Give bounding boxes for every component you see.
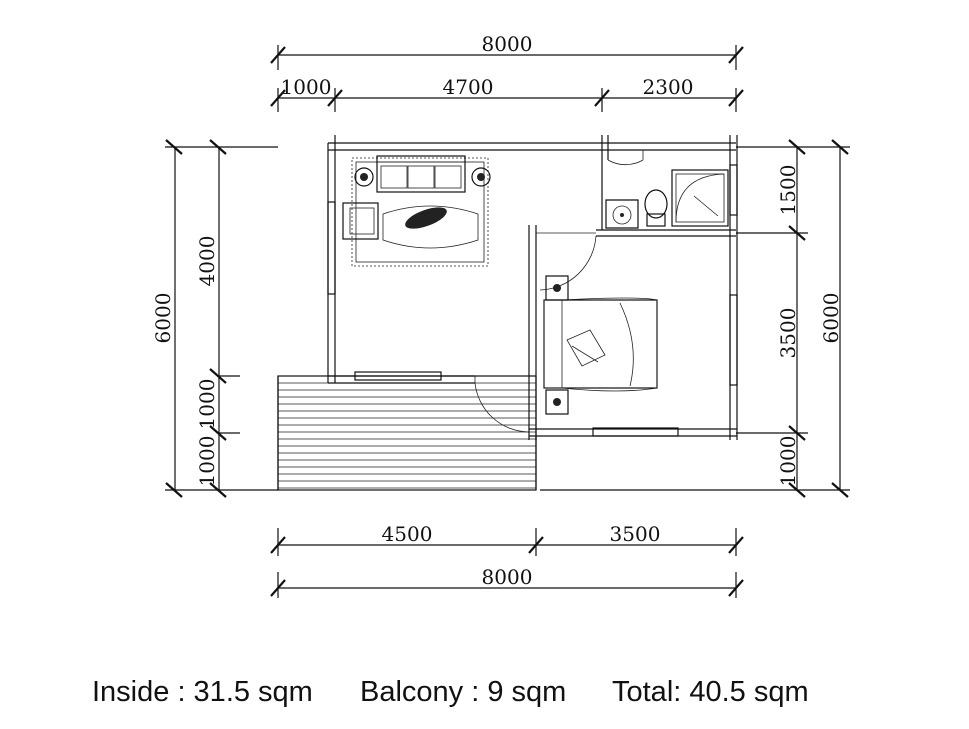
balcony-deck xyxy=(277,375,537,491)
coffee-table xyxy=(382,205,479,249)
sofa xyxy=(376,155,466,193)
top-dimension-total: 8000 xyxy=(270,32,744,70)
dim-label-bottom-2: 3500 xyxy=(610,522,661,546)
dim-label-right-3: 1000 xyxy=(776,436,800,487)
left-dimension-segments: 4000 1000 1000 xyxy=(195,139,240,498)
top-dimension-segments: 1000 4700 2300 xyxy=(270,75,744,112)
washbasin xyxy=(605,199,639,229)
dim-label-top-3: 2300 xyxy=(643,75,694,99)
dim-label-left-total: 6000 xyxy=(151,293,175,344)
side-lamp-right xyxy=(471,167,491,187)
dim-label-bottom-total: 8000 xyxy=(482,565,533,589)
bed xyxy=(543,297,658,392)
toilet xyxy=(644,189,668,227)
door-bathroom xyxy=(607,150,644,166)
balcony-area-text: Balcony : 9 sqm xyxy=(360,676,567,708)
area-caption: Inside : 31.5 sqm Balcony : 9 sqm Total:… xyxy=(0,670,969,718)
left-dimension-total: 6000 xyxy=(151,139,278,498)
dim-label-top-2: 4700 xyxy=(443,75,494,99)
dim-label-right-1: 1500 xyxy=(776,165,800,216)
bottom-dimension-total: 8000 xyxy=(270,565,744,598)
nightstand-top xyxy=(545,275,569,301)
dim-label-top-1: 1000 xyxy=(281,75,332,99)
dim-label-left-3: 1000 xyxy=(195,436,219,487)
side-lamp-left xyxy=(354,167,374,187)
total-area-text: Total: 40.5 sqm xyxy=(612,676,809,708)
right-dimension-segments: 1500 3500 1000 xyxy=(540,139,850,498)
right-dimension-total: 6000 xyxy=(819,139,849,498)
armchair xyxy=(342,202,379,240)
dim-label-right-total: 6000 xyxy=(819,293,843,344)
nightstand-bottom xyxy=(545,389,569,415)
door-balcony xyxy=(474,376,530,433)
bottom-dimension-segments: 4500 3500 xyxy=(270,522,744,556)
dim-label-left-1: 4000 xyxy=(195,236,219,287)
dim-label-bottom-1: 4500 xyxy=(382,522,433,546)
shower xyxy=(671,169,729,227)
dim-label-right-2: 3500 xyxy=(776,308,800,359)
dim-label-left-2: 1000 xyxy=(195,379,219,430)
walls xyxy=(277,135,738,490)
door-bedroom xyxy=(536,232,597,291)
dim-label-top-total: 8000 xyxy=(482,32,533,56)
inside-area-text: Inside : 31.5 sqm xyxy=(92,676,313,708)
